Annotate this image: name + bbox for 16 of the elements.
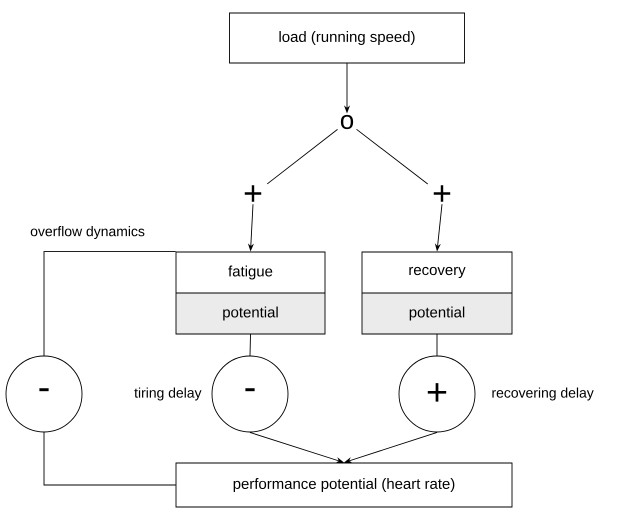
delay-label: recovering delay [492, 388, 594, 400]
connector-line [250, 334, 251, 356]
delay-label: tiring delay [134, 388, 202, 400]
connector-line [44, 251, 176, 356]
sign-symbol: + [434, 185, 450, 202]
sign-symbol: o [340, 114, 354, 130]
connector-line [356, 128, 428, 184]
connector-line [436, 334, 438, 356]
potential-box: fatigue potential [176, 252, 326, 334]
sign-symbol: + [244, 185, 262, 202]
process-box: load (running speed) [229, 12, 465, 64]
potential-box: recovery potential [362, 252, 512, 334]
process-box: performance potential (heart rate) [176, 462, 512, 508]
connector-line [44, 432, 176, 486]
connector-line [266, 128, 338, 184]
edge-label: overflow dynamics [30, 226, 144, 240]
